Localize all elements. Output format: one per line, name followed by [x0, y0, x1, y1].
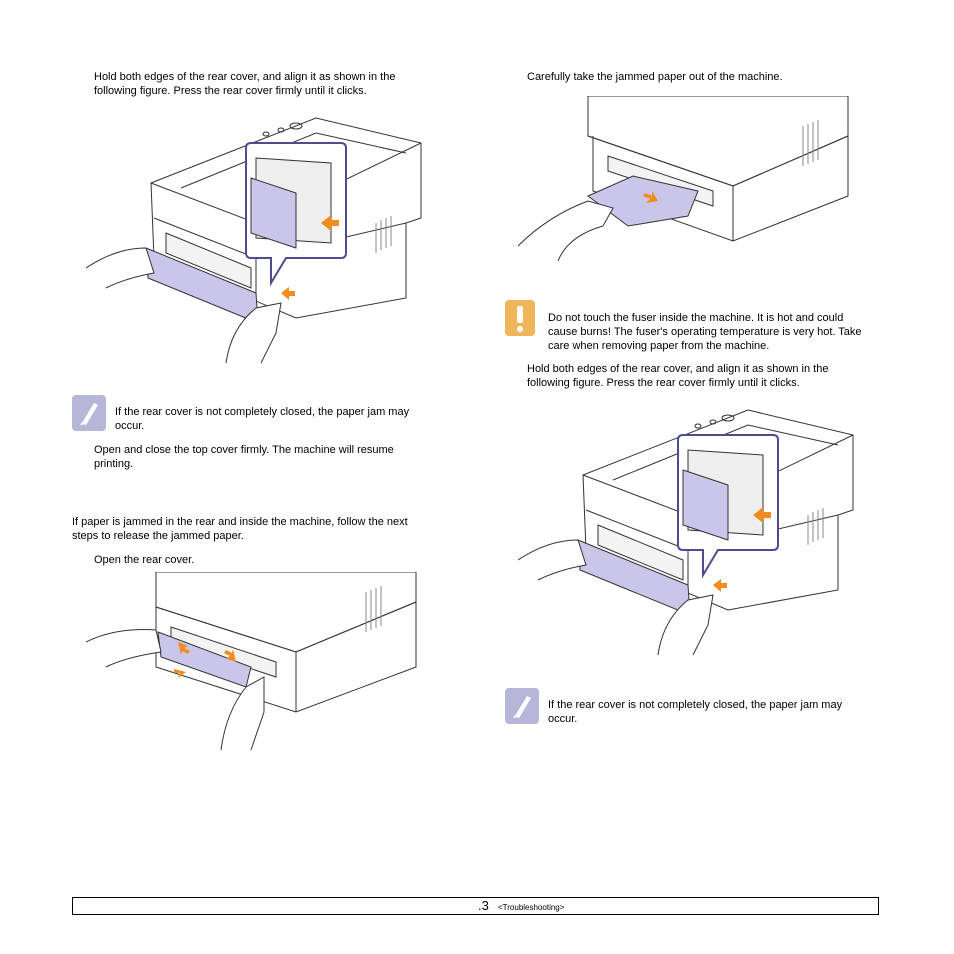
note-icon	[72, 395, 106, 431]
open-rear-cover-figure	[86, 572, 417, 751]
step-close-rear-cover-text: Hold both edges of the rear cover, and a…	[94, 71, 396, 97]
caution-text: Do not touch the fuser inside the machin…	[548, 312, 862, 352]
page-footer: .3 <Troubleshooting>	[72, 897, 879, 915]
close-rear-cover-figure-2	[518, 409, 854, 656]
step-take-paper-text: Carefully take the jammed paper out of t…	[527, 71, 783, 83]
close-rear-cover-figure	[86, 117, 422, 364]
step-top-cover-text: Open and close the top cover firmly. The…	[94, 444, 394, 470]
step-close-rear-cover-text-2: Hold both edges of the rear cover, and a…	[527, 363, 829, 389]
step-open-rear-cover-text: Open the rear cover.	[94, 554, 195, 566]
remove-jammed-paper-figure	[518, 96, 849, 262]
note-icon-2	[505, 688, 539, 724]
note-text-2: If the rear cover is not completely clos…	[548, 699, 843, 725]
caution-icon	[505, 300, 535, 336]
jammed-paper-shape	[587, 175, 699, 227]
page-number: .3	[478, 898, 489, 913]
section-name: <Troubleshooting>	[498, 903, 565, 912]
intro-text: If paper is jammed in the rear and insid…	[72, 516, 408, 542]
note-text-1: If the rear cover is not completely clos…	[115, 406, 410, 432]
